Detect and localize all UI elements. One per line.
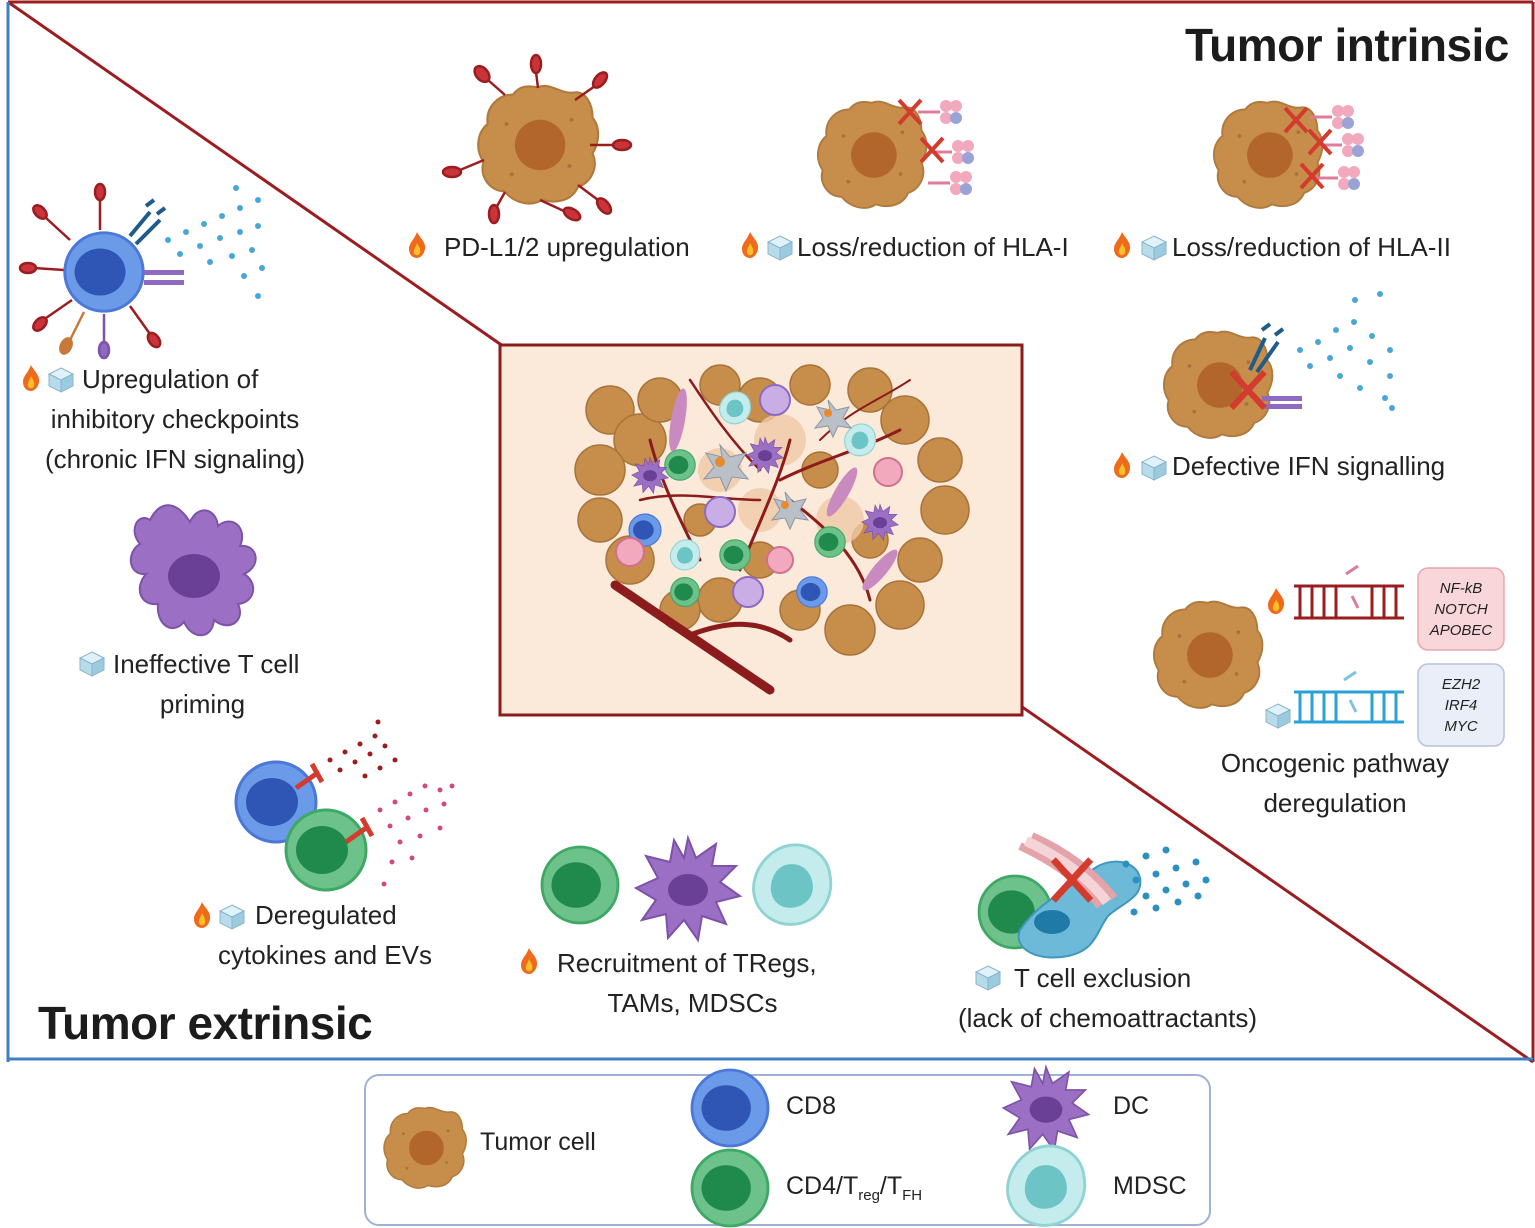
legend-box [364, 1066, 1211, 1228]
dendritic-cell-illustration [130, 504, 257, 637]
flame-icon [521, 948, 538, 974]
flame-icon [409, 232, 426, 258]
pdl1-upregulation-label: PD-L1/2 upregulation [444, 232, 690, 262]
gene-notch: NOTCH [1434, 601, 1488, 618]
flame-icon [742, 232, 759, 258]
cytokines-label-line2: cytokines and EVs [218, 940, 432, 970]
legend-cd8: CD8 [786, 1092, 837, 1120]
flame-icon [194, 902, 211, 928]
priming-label-line1: Ineffective T cell [113, 649, 300, 679]
legend-dc: DC [1113, 1092, 1150, 1120]
exclusion-label-line2: (lack of chemoattractants) [957, 1003, 1258, 1033]
cytokines-label-line1: Deregulated [255, 900, 397, 930]
checkpoint-upregulated-cell-illustration [18, 182, 265, 360]
flame-icon [1114, 232, 1131, 258]
upregulation-label-line2: inhibitory checkpoints [50, 404, 300, 434]
ice-cube-icon [1265, 703, 1291, 729]
hla1-loss-tumor-illustration [816, 98, 976, 209]
ice-cube-icon [1141, 455, 1167, 481]
flame-icon [1268, 588, 1285, 614]
oncogenic-pathway-line1: Oncogenic pathway [1220, 748, 1450, 778]
oncogenic-pathway-illustration [1152, 564, 1505, 747]
gene-nfkb: NF-kB [1439, 580, 1483, 597]
tumor-microenvironment-illustration [498, 343, 1024, 717]
ice-cube-icon [767, 235, 793, 261]
legend-tumor-cell: Tumor cell [480, 1128, 596, 1156]
gene-apobec: APOBEC [1429, 622, 1493, 639]
flame-icon [1114, 452, 1131, 478]
ice-cube-icon [975, 965, 1001, 991]
upregulation-label-rest: inhibitory checkpoints (chronic IFN sign… [20, 399, 330, 479]
cold-gene-box: EZH2 IRF4 MYC [1418, 674, 1504, 737]
ice-cube-icon [79, 651, 105, 677]
ifn-defect-tumor-illustration [1162, 291, 1395, 439]
t-cell-exclusion-illustration [977, 832, 1210, 959]
ice-cube-icon [219, 904, 245, 930]
tumor-intrinsic-heading: Tumor intrinsic [1185, 19, 1509, 71]
flame-icon [23, 365, 40, 391]
gene-myc: MYC [1444, 718, 1478, 735]
gene-ezh2: EZH2 [1441, 676, 1481, 693]
ifn-defect-label: Defective IFN signalling [1172, 451, 1446, 481]
upregulation-label-line1: Upregulation of [82, 364, 259, 394]
pdl1-tumor-cell-illustration [441, 53, 633, 225]
ice-cube-icon [1141, 235, 1167, 261]
legend-mdsc: MDSC [1113, 1172, 1187, 1200]
legend-cd4: CD4/Treg/TFH [786, 1172, 922, 1204]
tumor-extrinsic-heading: Tumor extrinsic [38, 997, 373, 1049]
upregulation-label-line3: (chronic IFN signaling) [44, 444, 306, 474]
hla1-loss-label: Loss/reduction of HLA-I [797, 232, 1069, 262]
hla2-loss-label: Loss/reduction of HLA-II [1172, 232, 1451, 262]
oncogenic-pathway-line2: deregulation [1263, 788, 1407, 818]
legend-cd4-fh: FH [902, 1187, 923, 1204]
exclusion-label-line1: T cell exclusion [1014, 963, 1192, 993]
legend-cd4-mid: /T [879, 1172, 903, 1200]
recruitment-label-line1: Recruitment of TRegs, [557, 948, 817, 978]
ice-cube-icon [48, 367, 74, 393]
hla2-loss-tumor-illustration [1212, 100, 1366, 209]
legend-cd4-reg: reg [858, 1187, 880, 1204]
oncogenic-pathway-label: Oncogenic pathway deregulation [1185, 743, 1485, 823]
cytokine-cells-illustration [234, 719, 455, 892]
legend-cd4-prefix: CD4/T [786, 1172, 859, 1200]
priming-label-line2: priming [159, 689, 246, 719]
recruitment-label-line2: TAMs, MDSCs [607, 988, 778, 1018]
recruitment-cells-illustration [540, 837, 833, 941]
gene-irf4: IRF4 [1444, 697, 1478, 714]
hot-gene-box: NF-kB NOTCH APOBEC [1418, 578, 1504, 641]
